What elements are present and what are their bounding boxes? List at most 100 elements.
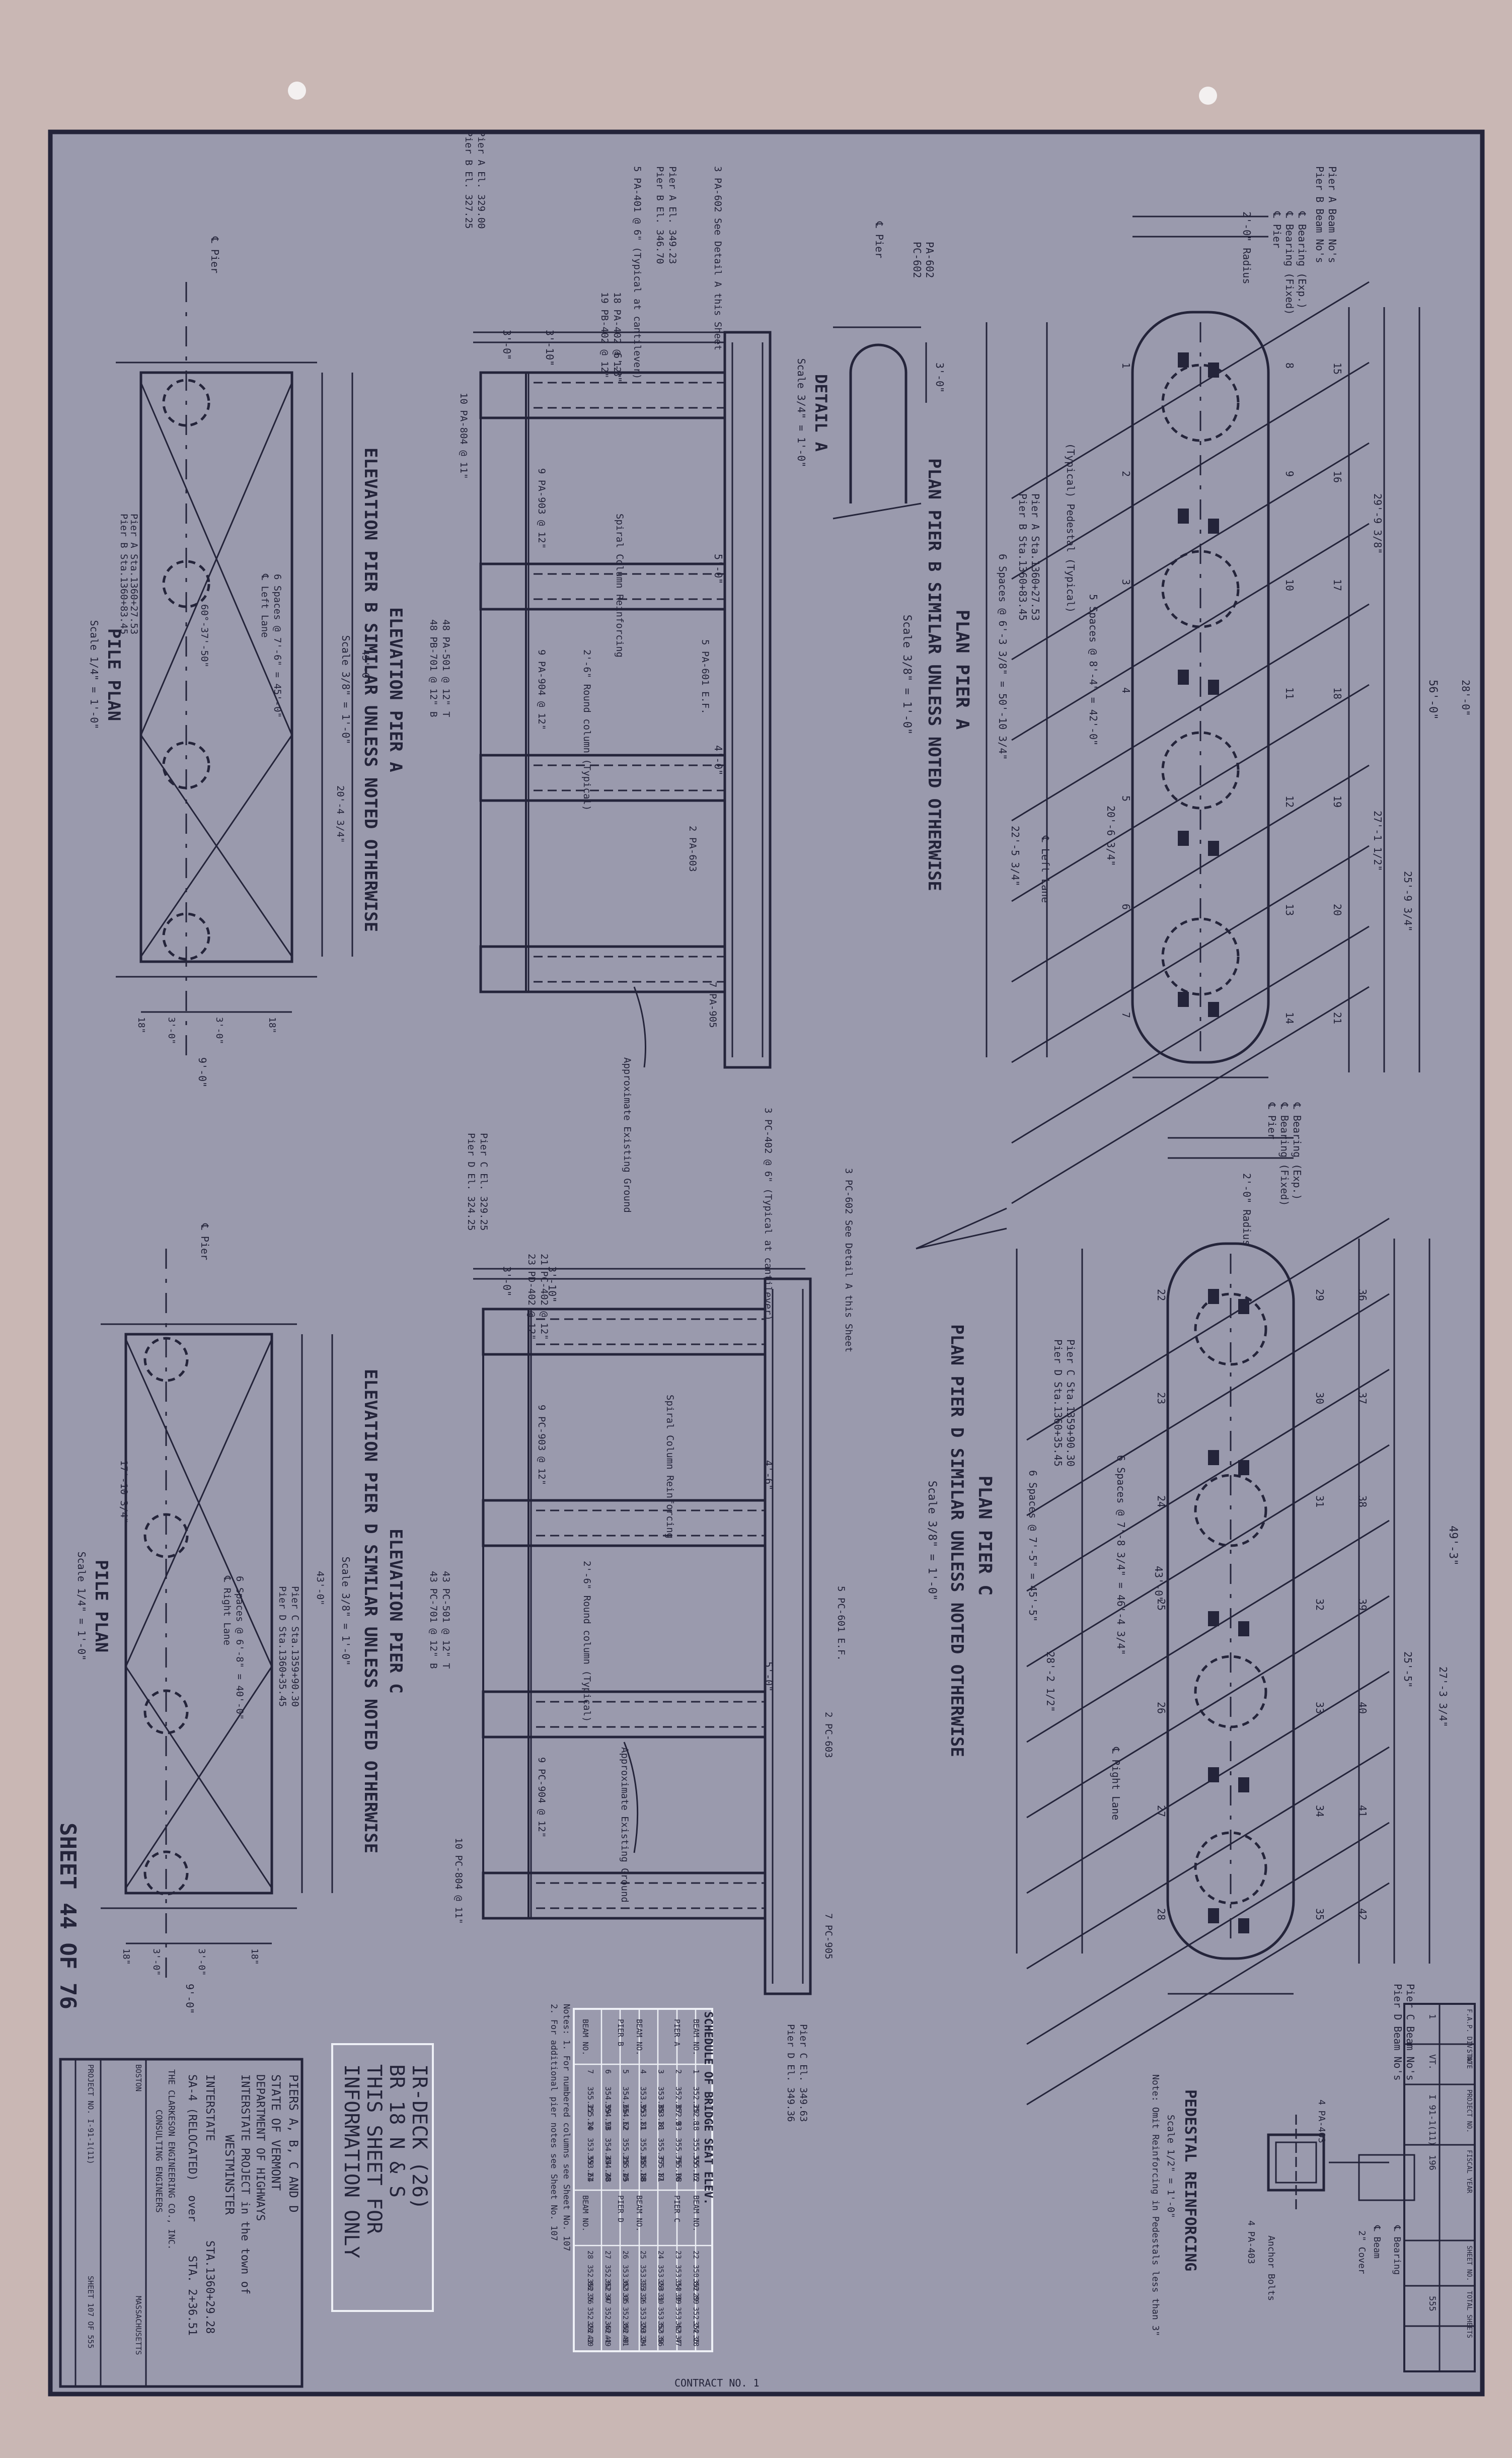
plan-pier-a-note: 22'-5 3/4"	[1009, 826, 1021, 886]
pedestal-reinforcing-title: PEDESTAL REINFORCING	[1181, 2089, 1199, 2271]
pedestal-label: Anchor Bolts	[1266, 2235, 1276, 2301]
plan-pier-a-note: Pier B Beam No's	[1314, 166, 1326, 263]
pile-plan-c-note: 18"	[121, 1948, 131, 1965]
plan-pier-c-note: 25'-5"	[1402, 1651, 1414, 1688]
pedestal-number: 9	[1283, 471, 1296, 477]
schedule-cell: 9	[674, 2121, 683, 2125]
elevation-pier-c-note: 43 PC-501 @ 12" T	[440, 1571, 451, 1669]
schedule-cell: 354.48	[603, 2155, 613, 2182]
plan-pier-c-subtitle: PLAN PIER D SIMILAR UNLESS NOTED OTHERWI…	[947, 1324, 967, 1757]
schedule-cell: 353.16	[639, 2279, 647, 2304]
schedule-cell: 10	[656, 2121, 665, 2130]
pedestal-number: 32	[1314, 1599, 1326, 1611]
schedule-cell: 355.76	[674, 2138, 683, 2165]
detail-a-scale: Scale 3/4" = 1'-0"	[795, 358, 807, 468]
pile-plan-a-note: 6 Spaces @ 7'-6" = 45'-0"	[272, 574, 283, 718]
schedule-cell: 22	[692, 2251, 700, 2259]
elevation-pier-a-note: 19 PB-402 @ 12"	[599, 292, 610, 379]
pile-plan-a-note: 18"	[267, 1017, 277, 1034]
plan-pier-c-title: PLAN PIER C	[974, 1476, 995, 1596]
pedestal-number: 2	[1120, 471, 1132, 477]
schedule-cell: 353.42	[674, 2307, 682, 2333]
pile-plan-c-note: ℄ Pier	[199, 1223, 211, 1260]
schedule-cell: 352.89	[692, 2279, 700, 2304]
pile-plan-a-notes: ℄ Pier Pier A Sta.1360+27.53 Pier B Sta.…	[118, 236, 371, 1088]
stamp-line: BR 18 N & S	[385, 2064, 408, 2198]
schedule-cell: 31	[656, 2293, 664, 2301]
punch-hole-right	[1199, 87, 1217, 105]
pile-plan-a-note: 3'-0"	[166, 1017, 177, 1044]
plan-pier-c-note: ℄ Pier	[1266, 1102, 1278, 1139]
schedule-cell: 30	[674, 2293, 682, 2301]
pile-plan-c-note: 3'-0"	[151, 1948, 162, 1976]
elevation-pier-c-note: Approximate Existing Ground	[619, 1747, 630, 1903]
elevation-pier-c	[473, 1268, 812, 1995]
pile-plan-a-title: PILE PLAN	[104, 628, 124, 721]
elevation-pier-c-note: 21 PC-402 @ 12"	[539, 1254, 550, 1340]
pile-plan-c-note: Pier C Sta.1359+90.30	[289, 1586, 300, 1707]
schedule-cell: 2	[674, 2069, 683, 2074]
schedule-header: PIER B	[616, 2019, 625, 2046]
pedestal-number: 20	[1331, 904, 1343, 916]
plan-pier-a-note: (Typical) Pedestal (Typical)	[1065, 443, 1077, 613]
pedestal-number: 31	[1314, 1495, 1326, 1507]
schedule-header: PIER C	[672, 2195, 682, 2222]
pile-plan-c-note: 17'-10 3/4"	[118, 1460, 129, 1524]
schedule-title: SCHEDULE OF BRIDGE SEAT ELEV.	[702, 2011, 714, 2205]
title-block	[59, 2058, 304, 2388]
schedule-cell: 26	[621, 2251, 629, 2259]
schedule-cell: 352.88	[586, 2265, 594, 2290]
schedule-cell: 32	[639, 2293, 647, 2301]
schedule-cell: 353.59	[586, 2138, 595, 2165]
schedule-cell: 352.28	[692, 2321, 700, 2347]
elevation-pier-a-note: 2 PA-603	[687, 826, 698, 872]
schedule-cell: 352.97	[603, 2279, 612, 2304]
plan-pier-a-note: 25'-9 3/4"	[1402, 871, 1414, 931]
pile-plan-a	[116, 282, 353, 1057]
title-route: SA-4 (RELOCATED)	[186, 2074, 198, 2181]
pedestal-number: 34	[1314, 1805, 1326, 1817]
schedule-cell: 27	[603, 2251, 612, 2259]
plan-pier-a-title: PLAN PIER A	[952, 610, 972, 730]
pile-plan-a-note: 20'-4 3/4"	[335, 785, 346, 843]
pile-plan-a-footing	[139, 371, 293, 963]
pedestal-number: 3	[1120, 579, 1132, 585]
plan-pier-a-note: 28'-0"	[1460, 680, 1472, 716]
schedule-cell: 352.24	[692, 2307, 700, 2333]
elevation-pier-a-subtitle: ELEVATION PIER B SIMILAR UNLESS NOTED OT…	[360, 448, 381, 932]
elevation-pier-c-footing	[482, 1308, 530, 1919]
elevation-pier-c-note: Pier D El. 324.25	[466, 1133, 477, 1231]
schedule-cell: 29	[692, 2293, 700, 2301]
corner-block-value: I 91-1(11)	[1427, 2094, 1437, 2146]
schedule-cell: 355.88	[639, 2138, 648, 2165]
schedule-cell: 28	[586, 2251, 594, 2259]
pile-plan-a-note: 3'-0"	[214, 1017, 224, 1044]
schedule-cell: 353.15	[639, 2265, 647, 2290]
plan-pier-c-note: 27'-3 3/4"	[1437, 1667, 1449, 1727]
schedule-cell: 353.20	[639, 2307, 647, 2333]
schedule-header: PIER D	[616, 2195, 625, 2222]
elevation-pier-c-note: 2 PC-603	[823, 1712, 834, 1758]
plan-pier-a-note: ℄ Pier	[1271, 211, 1283, 248]
pedestal-number: 17	[1331, 579, 1343, 591]
elevation-pier-c-note: 3 PC-602 See Detail A this Sheet	[843, 1168, 854, 1352]
pedestal-number: 36	[1356, 1289, 1369, 1301]
schedule-cell: 14	[586, 2121, 595, 2130]
detail-a-note: PA-602	[924, 242, 936, 278]
schedule-cell: 3	[656, 2069, 665, 2074]
plan-pier-c-note: ℄ Bearing (Fixed)	[1278, 1102, 1291, 1206]
plan-pier-c-note: Pier C Beam No's	[1404, 1984, 1416, 2081]
schedule-cell: 354.44	[603, 2138, 613, 2165]
elevation-pier-c-note: 9 PC-903 @ 12"	[536, 1405, 547, 1485]
pile-plan-c-notes: ℄ Pier Pier C Sta.1359+90.30 Pier D Sta.…	[118, 1223, 326, 2014]
schedule-cell: 355.45	[621, 2155, 630, 2182]
info-stamp	[331, 2043, 434, 2312]
pile-plan-a-note: ℄ Left Lane	[259, 573, 270, 638]
elevation-pier-c-note: 9 PC-904 @ 12"	[536, 1757, 547, 1838]
schedule-cell: 39	[639, 2335, 647, 2344]
schedule-cell: 40	[621, 2335, 629, 2344]
pedestal-number: 15	[1331, 363, 1343, 375]
schedule-cell: 355.81	[656, 2155, 665, 2182]
schedule-cell: 355.59	[692, 2138, 701, 2165]
schedule-cell: 354.66	[621, 2086, 630, 2114]
